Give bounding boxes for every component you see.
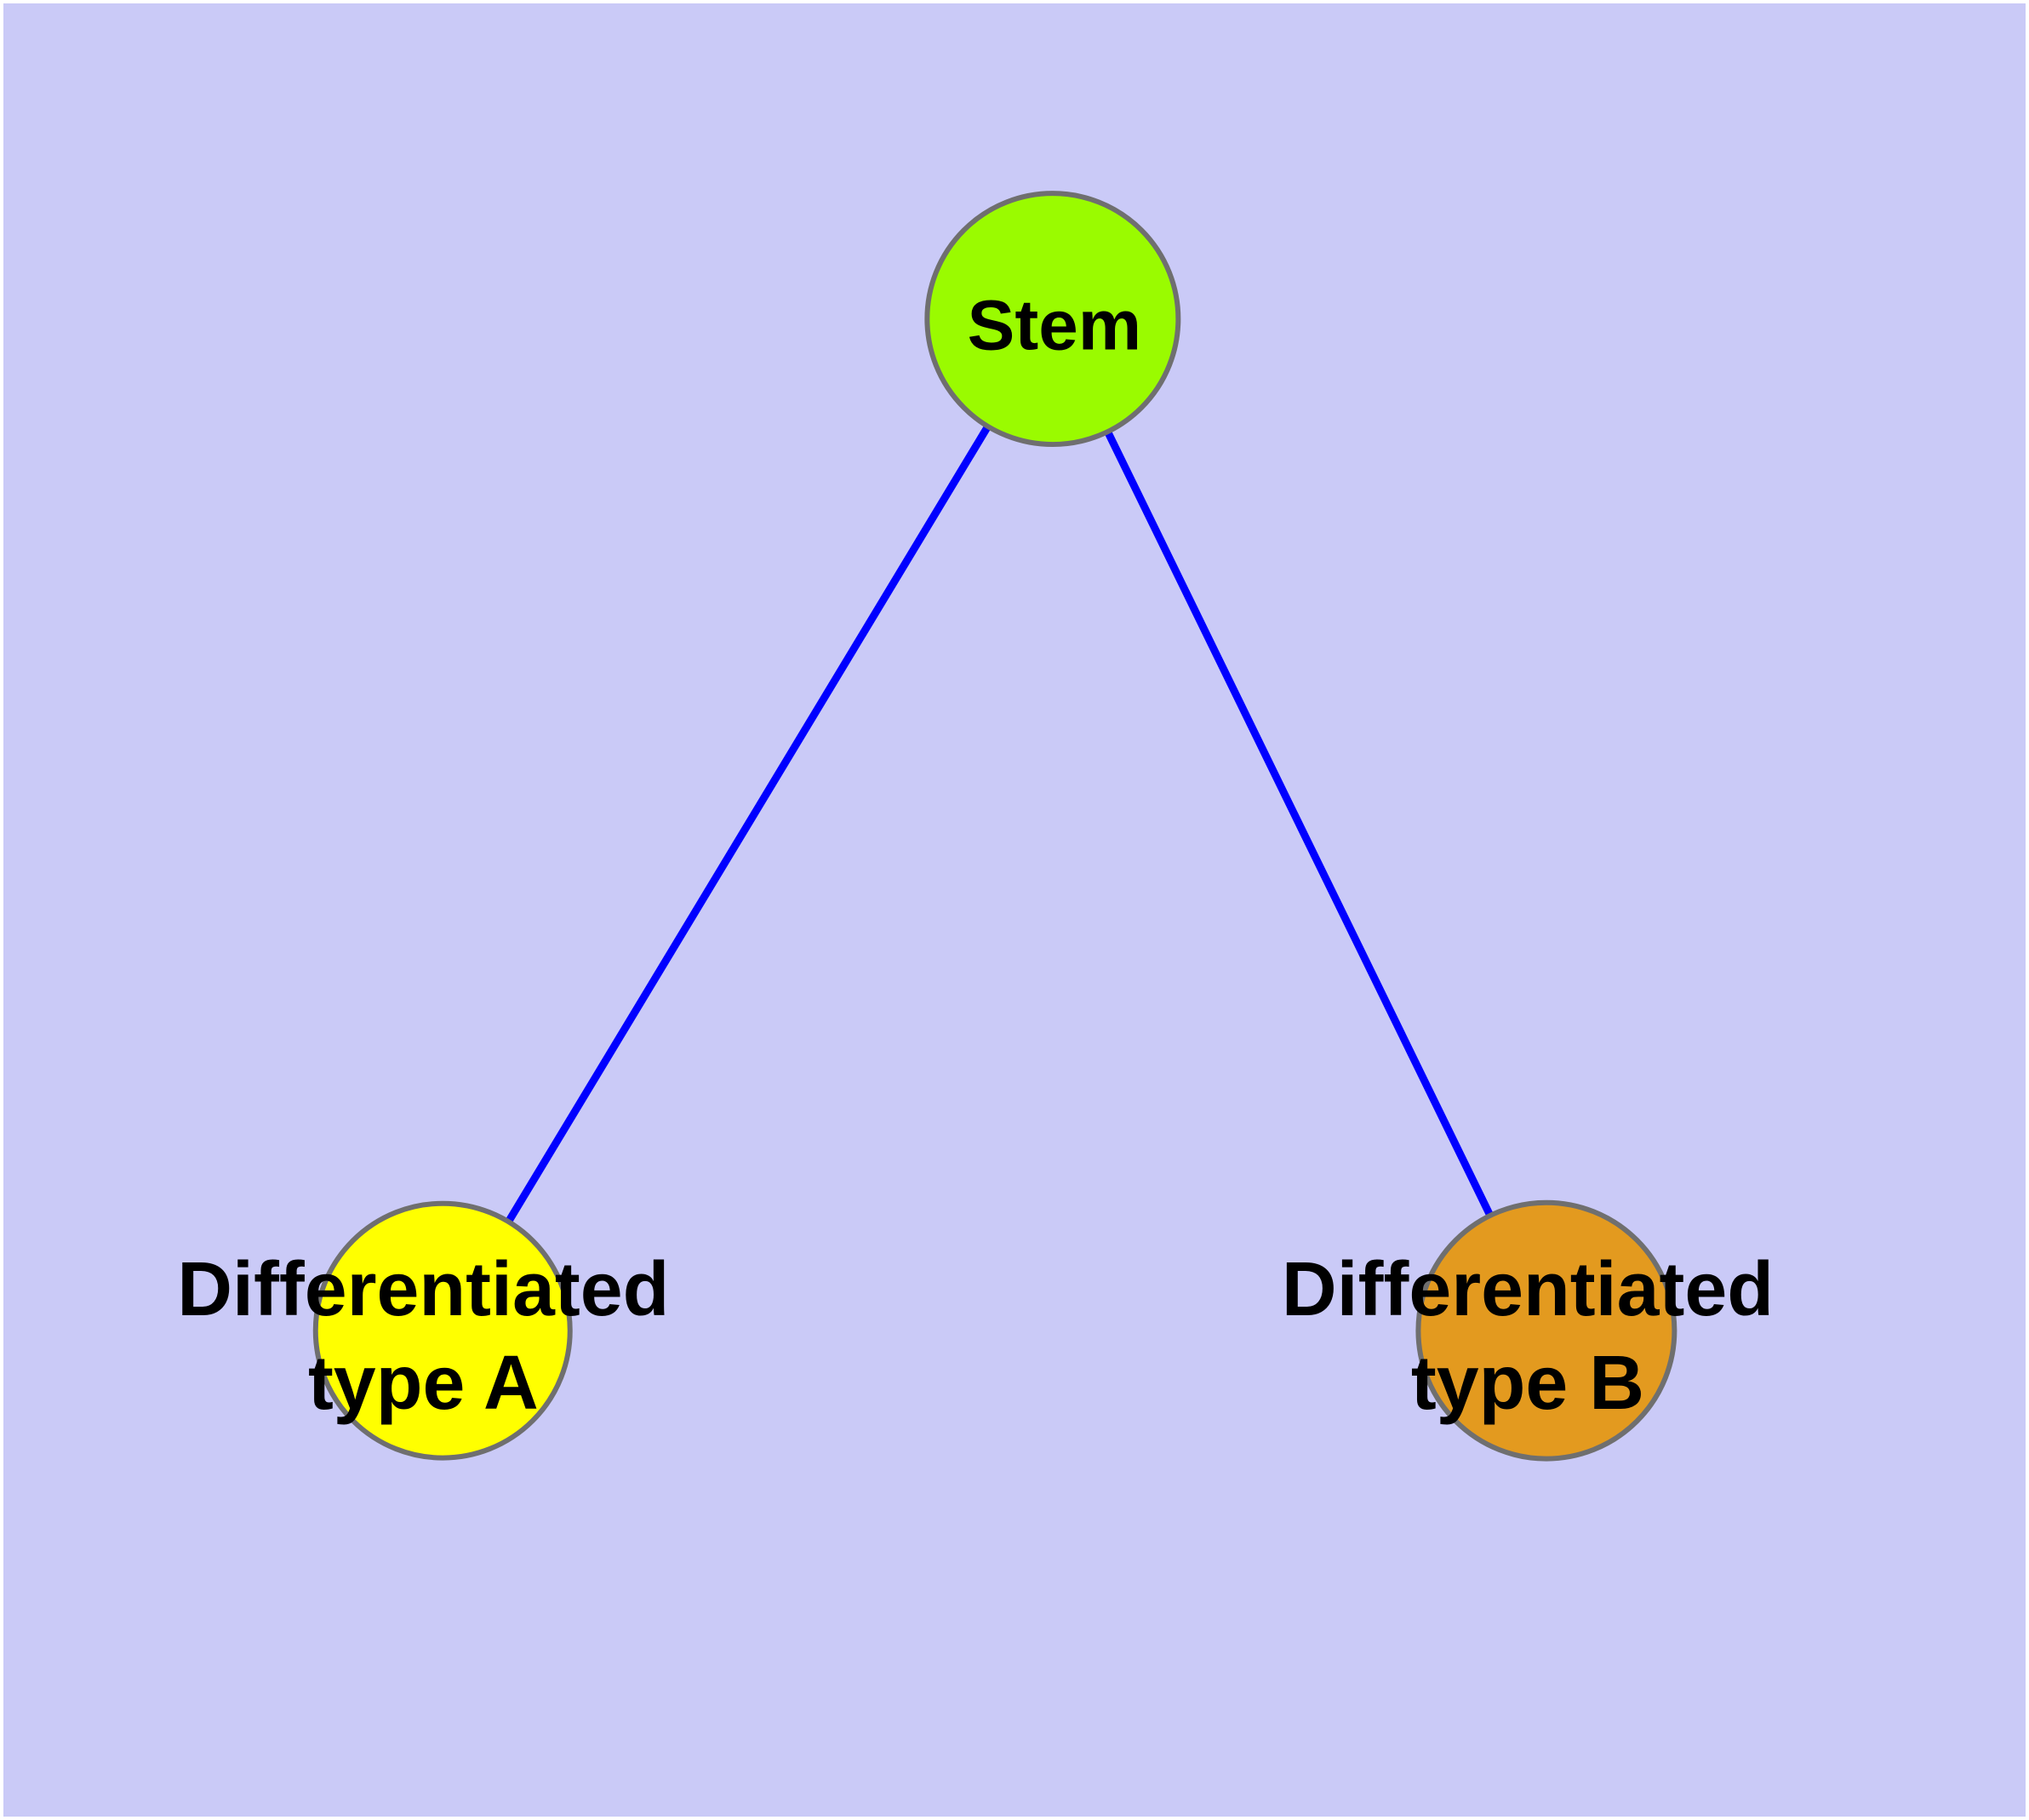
- node-circle-type-b: [1415, 1199, 1677, 1462]
- node-circle-type-a: [312, 1200, 573, 1461]
- edge-stem-to-type-b: [1049, 317, 1550, 1333]
- edge-stem-to-type-a: [439, 317, 1056, 1333]
- node-circle-stem: [924, 191, 1181, 448]
- node-label-stem: Stem: [967, 284, 1141, 364]
